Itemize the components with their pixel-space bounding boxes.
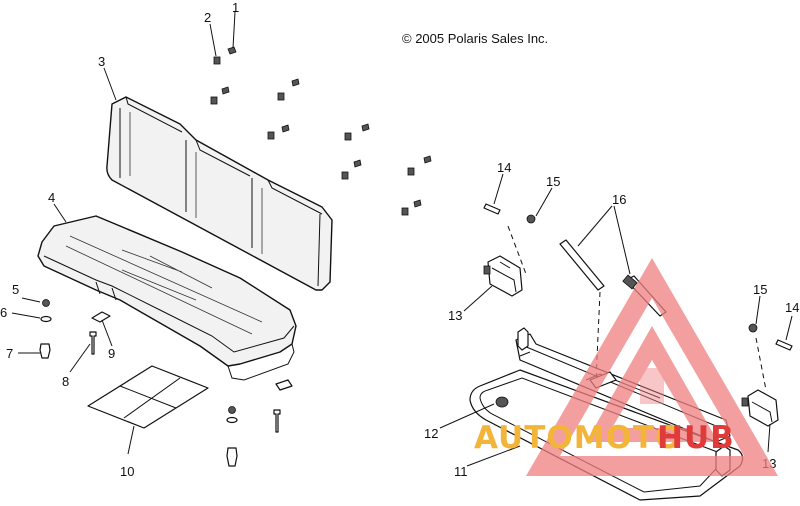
cushion-hardware <box>226 379 293 467</box>
grommet <box>495 396 509 408</box>
callout-15-left: 15 <box>546 174 560 189</box>
seat-latch-right <box>741 389 779 427</box>
cushion-fasteners <box>39 299 111 359</box>
callout-13-left: 13 <box>448 308 462 323</box>
callout-8: 8 <box>62 374 69 389</box>
callout-labels: 1 2 3 4 5 6 7 8 9 10 11 12 13 13 14 14 1… <box>0 0 799 479</box>
callout-4: 4 <box>48 190 55 205</box>
callout-16: 16 <box>612 192 626 207</box>
callout-14-left: 14 <box>497 160 511 175</box>
seat-pad <box>87 365 209 429</box>
callout-11: 11 <box>454 464 468 479</box>
callout-12: 12 <box>424 426 438 441</box>
callout-6: 6 <box>0 305 7 320</box>
callout-3: 3 <box>98 54 105 69</box>
backrest-fasteners <box>210 46 432 216</box>
callout-14-right: 14 <box>785 300 799 315</box>
callout-5: 5 <box>12 282 19 297</box>
callout-9: 9 <box>108 346 115 361</box>
callout-7: 7 <box>6 346 13 361</box>
seat-backrest <box>106 96 333 291</box>
watermark-text-hub: HUB <box>657 420 735 456</box>
copyright-notice: © 2005 Polaris Sales Inc. <box>402 31 549 46</box>
watermark-text-automoto: AUTOMOTO <box>474 420 683 456</box>
latch-bolts <box>483 203 793 351</box>
callout-2: 2 <box>204 10 211 25</box>
callout-15-right: 15 <box>753 282 767 297</box>
leader-lines <box>11 11 793 467</box>
seat-latch-left <box>483 255 523 297</box>
callout-10: 10 <box>120 464 134 479</box>
watermark-logo <box>526 258 778 476</box>
seat-cushion <box>37 215 297 381</box>
callout-1: 1 <box>232 0 239 15</box>
